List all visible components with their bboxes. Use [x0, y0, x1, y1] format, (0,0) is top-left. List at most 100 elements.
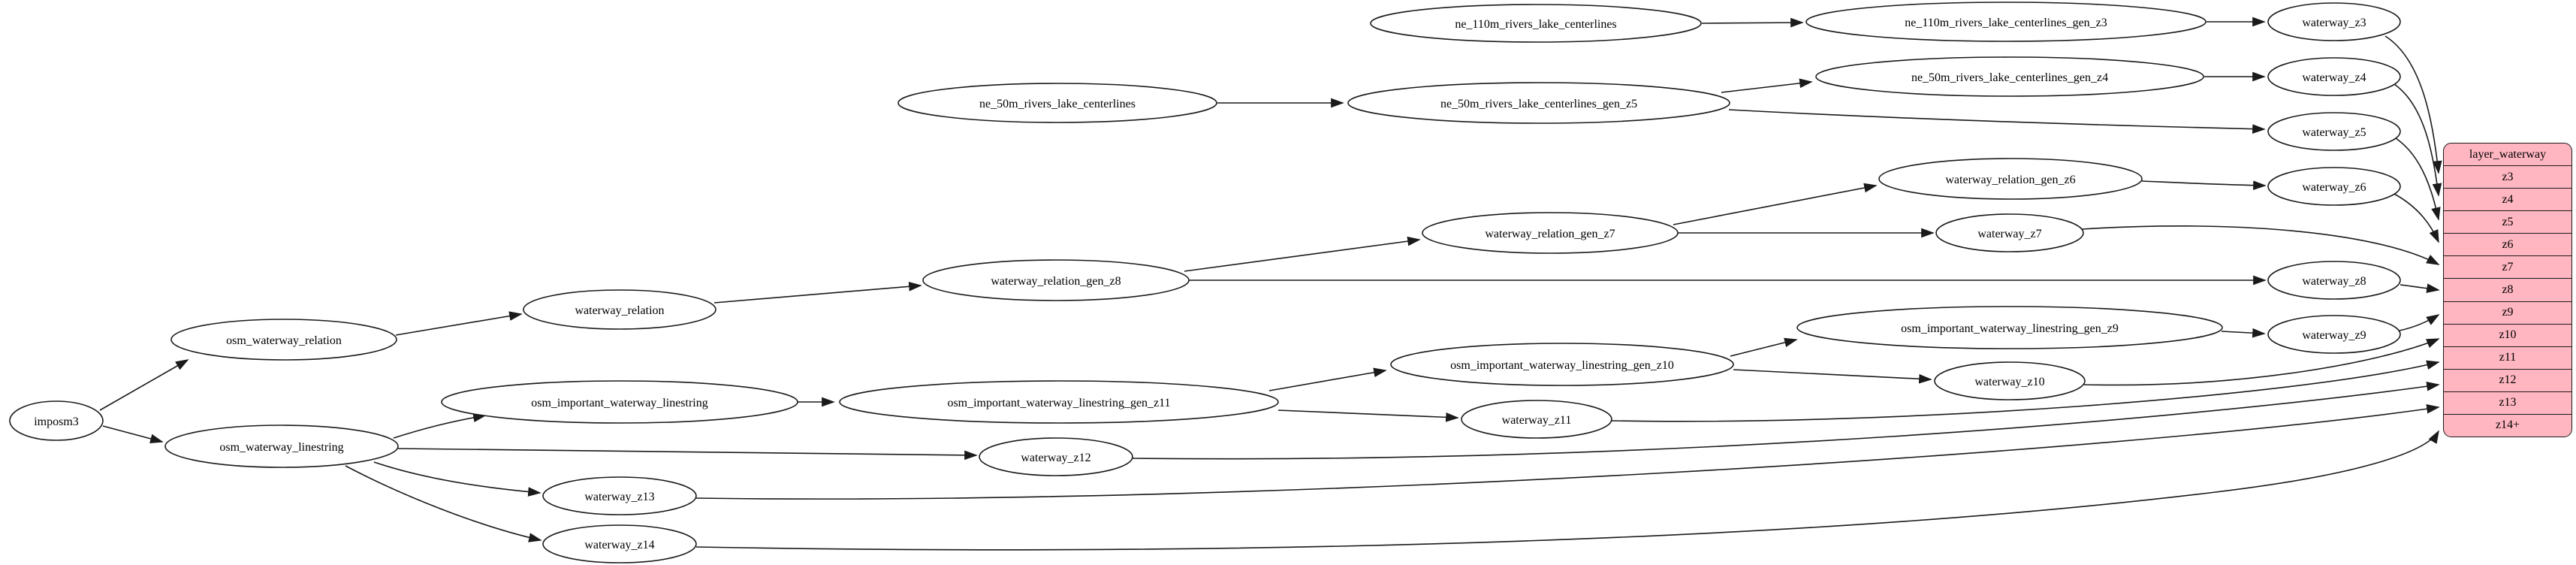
edge-imposm3-osm_waterway_relation — [99, 359, 189, 411]
svg-text:waterway_relation_gen_z8: waterway_relation_gen_z8 — [991, 275, 1121, 288]
node-osm_important_waterway_linestring_gen_z9: osm_important_waterway_linestring_gen_z9 — [1796, 306, 2223, 349]
svg-text:waterway_z10: waterway_z10 — [1974, 376, 2044, 388]
table-row-z3: z3 — [2444, 165, 2571, 188]
edge-gen_z8-gen_z7 — [1184, 236, 1421, 272]
edge-gen_z6-waterway_z6 — [2141, 180, 2267, 191]
edge-osm_waterway_linestring-waterway_z13 — [373, 461, 541, 497]
edge-waterway_relation-waterway_relation_gen_z8 — [713, 282, 922, 304]
svg-text:waterway_z3: waterway_z3 — [2302, 17, 2366, 29]
node-ne_50m_rivers_lake_centerlines_gen_z5: ne_50m_rivers_lake_centerlines_gen_z5 — [1347, 82, 1730, 124]
edge-gen_z9-waterway_z9 — [2221, 328, 2266, 338]
svg-text:waterway_z8: waterway_z8 — [2302, 275, 2366, 288]
edge-osm_waterway_linestring-waterway_z12 — [397, 448, 978, 461]
edge-waterway_z11-row_z11 — [1611, 360, 2440, 422]
svg-text:waterway_z13: waterway_z13 — [584, 491, 654, 503]
node-waterway_relation_gen_z8: waterway_relation_gen_z8 — [922, 259, 1190, 301]
edge-osm_waterway_linestring-osm_important_waterway_linestring — [393, 412, 487, 439]
edge-gen_z10-waterway_z10 — [1733, 369, 1932, 384]
edge-waterway_z12-row_z12 — [1132, 381, 2440, 460]
node-ne_110m_rivers_lake_centerlines_gen_z3: ne_110m_rivers_lake_centerlines_gen_z3 — [1805, 2, 2206, 42]
node-waterway_z11: waterway_z11 — [1461, 400, 1612, 439]
nodes: imposm3 osm_waterway_relation osm_waterw… — [9, 2, 2401, 563]
edge-osm_waterway_linestring-waterway_z14 — [345, 465, 542, 542]
node-ne_50m_rivers_lake_centerlines_gen_z4: ne_50m_rivers_lake_centerlines_gen_z4 — [1815, 56, 2204, 97]
svg-text:osm_waterway_linestring: osm_waterway_linestring — [219, 441, 343, 454]
edge-waterway_z8-row_z8 — [2400, 283, 2440, 293]
node-waterway_z12: waterway_z12 — [979, 437, 1133, 476]
svg-text:waterway_z14: waterway_z14 — [584, 539, 654, 551]
node-osm_waterway_linestring: osm_waterway_linestring — [164, 425, 399, 468]
svg-text:ne_50m_rivers_lake_centerlines: ne_50m_rivers_lake_centerlines_gen_z4 — [1911, 71, 2108, 84]
node-waterway_z8: waterway_z8 — [2267, 261, 2401, 300]
node-waterway_relation: waterway_relation — [523, 289, 716, 330]
table-row-z13: z13 — [2444, 391, 2571, 414]
edge-imposm3-osm_waterway_linestring — [102, 425, 164, 444]
edge-osm_waterway_relation-waterway_relation — [395, 311, 523, 336]
edge-waterway_z14-row_z14 — [695, 430, 2439, 551]
edge-gen_z11-gen_z10 — [1268, 367, 1387, 391]
node-waterway_z5: waterway_z5 — [2267, 112, 2401, 151]
edge-waterway_z6-row_z6 — [2392, 192, 2439, 243]
table-row-z8: z8 — [2444, 278, 2571, 301]
edge-gen_z11-waterway_z11 — [1277, 409, 1459, 422]
table-row-z10: z10 — [2444, 323, 2571, 346]
edge-waterway_z7-row_z7 — [2081, 225, 2440, 265]
svg-text:waterway_z9: waterway_z9 — [2302, 329, 2366, 342]
node-ne_110m_rivers_lake_centerlines: ne_110m_rivers_lake_centerlines — [1370, 4, 1702, 43]
node-waterway_z7: waterway_z7 — [1935, 213, 2084, 252]
edge-waterway_z5-row_z5 — [2395, 137, 2441, 221]
table-row-z4: z4 — [2444, 188, 2571, 210]
svg-text:waterway_z5: waterway_z5 — [2302, 126, 2366, 139]
node-waterway_z14: waterway_z14 — [542, 524, 697, 563]
table-row-z14: z14+ — [2444, 413, 2571, 437]
edge-gen_z7-gen_z6 — [1673, 183, 1878, 225]
table-row-z6: z6 — [2444, 233, 2571, 255]
svg-text:osm_important_waterway_linestr: osm_important_waterway_linestring_gen_z9 — [1901, 322, 2119, 335]
svg-text:osm_important_waterway_linestr: osm_important_waterway_linestring_gen_z1… — [947, 397, 1170, 409]
svg-text:imposm3: imposm3 — [34, 415, 79, 428]
edge-waterway_z9-row_z9 — [2399, 314, 2440, 331]
svg-text:waterway_relation_gen_z7: waterway_relation_gen_z7 — [1485, 228, 1615, 240]
node-waterway_z9: waterway_z9 — [2267, 315, 2401, 354]
table-row-z11: z11 — [2444, 346, 2571, 369]
edge-waterway_z13-row_z13 — [695, 403, 2440, 500]
svg-text:ne_110m_rivers_lake_centerline: ne_110m_rivers_lake_centerlines — [1455, 18, 1616, 31]
node-waterway_z13: waterway_z13 — [542, 476, 697, 515]
svg-text:ne_110m_rivers_lake_centerline: ne_110m_rivers_lake_centerlines_gen_z3 — [1905, 17, 2107, 29]
table-row-z5: z5 — [2444, 210, 2571, 233]
svg-text:osm_important_waterway_linestr: osm_important_waterway_linestring — [531, 397, 708, 409]
edge-waterway_z4-row_z4 — [2394, 83, 2442, 197]
node-osm_important_waterway_linestring_gen_z11: osm_important_waterway_linestring_gen_z1… — [839, 380, 1279, 424]
layer-waterway-table: layer_waterway z3 z4 z5 z6 z7 z8 z9 z10 … — [2443, 143, 2572, 437]
table-row-z9: z9 — [2444, 301, 2571, 324]
node-waterway_z6: waterway_z6 — [2267, 167, 2401, 206]
edge-waterway_z3-row_z3 — [2384, 35, 2442, 174]
edge-waterway_z10-row_z10 — [2083, 338, 2440, 386]
node-osm_waterway_relation: osm_waterway_relation — [170, 319, 397, 361]
edge-gen_z10-gen_z9 — [1730, 337, 1798, 357]
table-row-z7: z7 — [2444, 255, 2571, 278]
edges — [99, 17, 2442, 551]
edge-gen_z5-gen_z4 — [1721, 78, 1813, 93]
svg-text:osm_waterway_relation: osm_waterway_relation — [226, 334, 342, 347]
node-imposm3: imposm3 — [9, 400, 104, 441]
node-waterway_z4: waterway_z4 — [2267, 57, 2401, 96]
node-osm_important_waterway_linestring: osm_important_waterway_linestring — [441, 380, 798, 424]
node-waterway_relation_gen_z6: waterway_relation_gen_z6 — [1878, 158, 2143, 200]
node-osm_important_waterway_linestring_gen_z10: osm_important_waterway_linestring_gen_z1… — [1390, 343, 1734, 386]
table-row-z12: z12 — [2444, 368, 2571, 391]
node-waterway_relation_gen_z7: waterway_relation_gen_z7 — [1422, 212, 1679, 254]
node-waterway_z3: waterway_z3 — [2267, 2, 2401, 41]
svg-text:osm_important_waterway_linestr: osm_important_waterway_linestring_gen_z1… — [1450, 359, 1674, 372]
node-waterway_z10: waterway_z10 — [1934, 361, 2086, 400]
svg-text:waterway_relation: waterway_relation — [575, 304, 664, 317]
svg-text:waterway_z11: waterway_z11 — [1502, 414, 1572, 427]
edge-gen_z5-waterway_z5 — [1728, 109, 2266, 134]
svg-text:waterway_z7: waterway_z7 — [1977, 228, 2041, 240]
svg-text:waterway_z6: waterway_z6 — [2302, 181, 2366, 194]
node-ne_50m_rivers_lake_centerlines: ne_50m_rivers_lake_centerlines — [897, 83, 1217, 123]
table-header: layer_waterway — [2469, 147, 2547, 161]
svg-text:waterway_z4: waterway_z4 — [2302, 71, 2366, 84]
